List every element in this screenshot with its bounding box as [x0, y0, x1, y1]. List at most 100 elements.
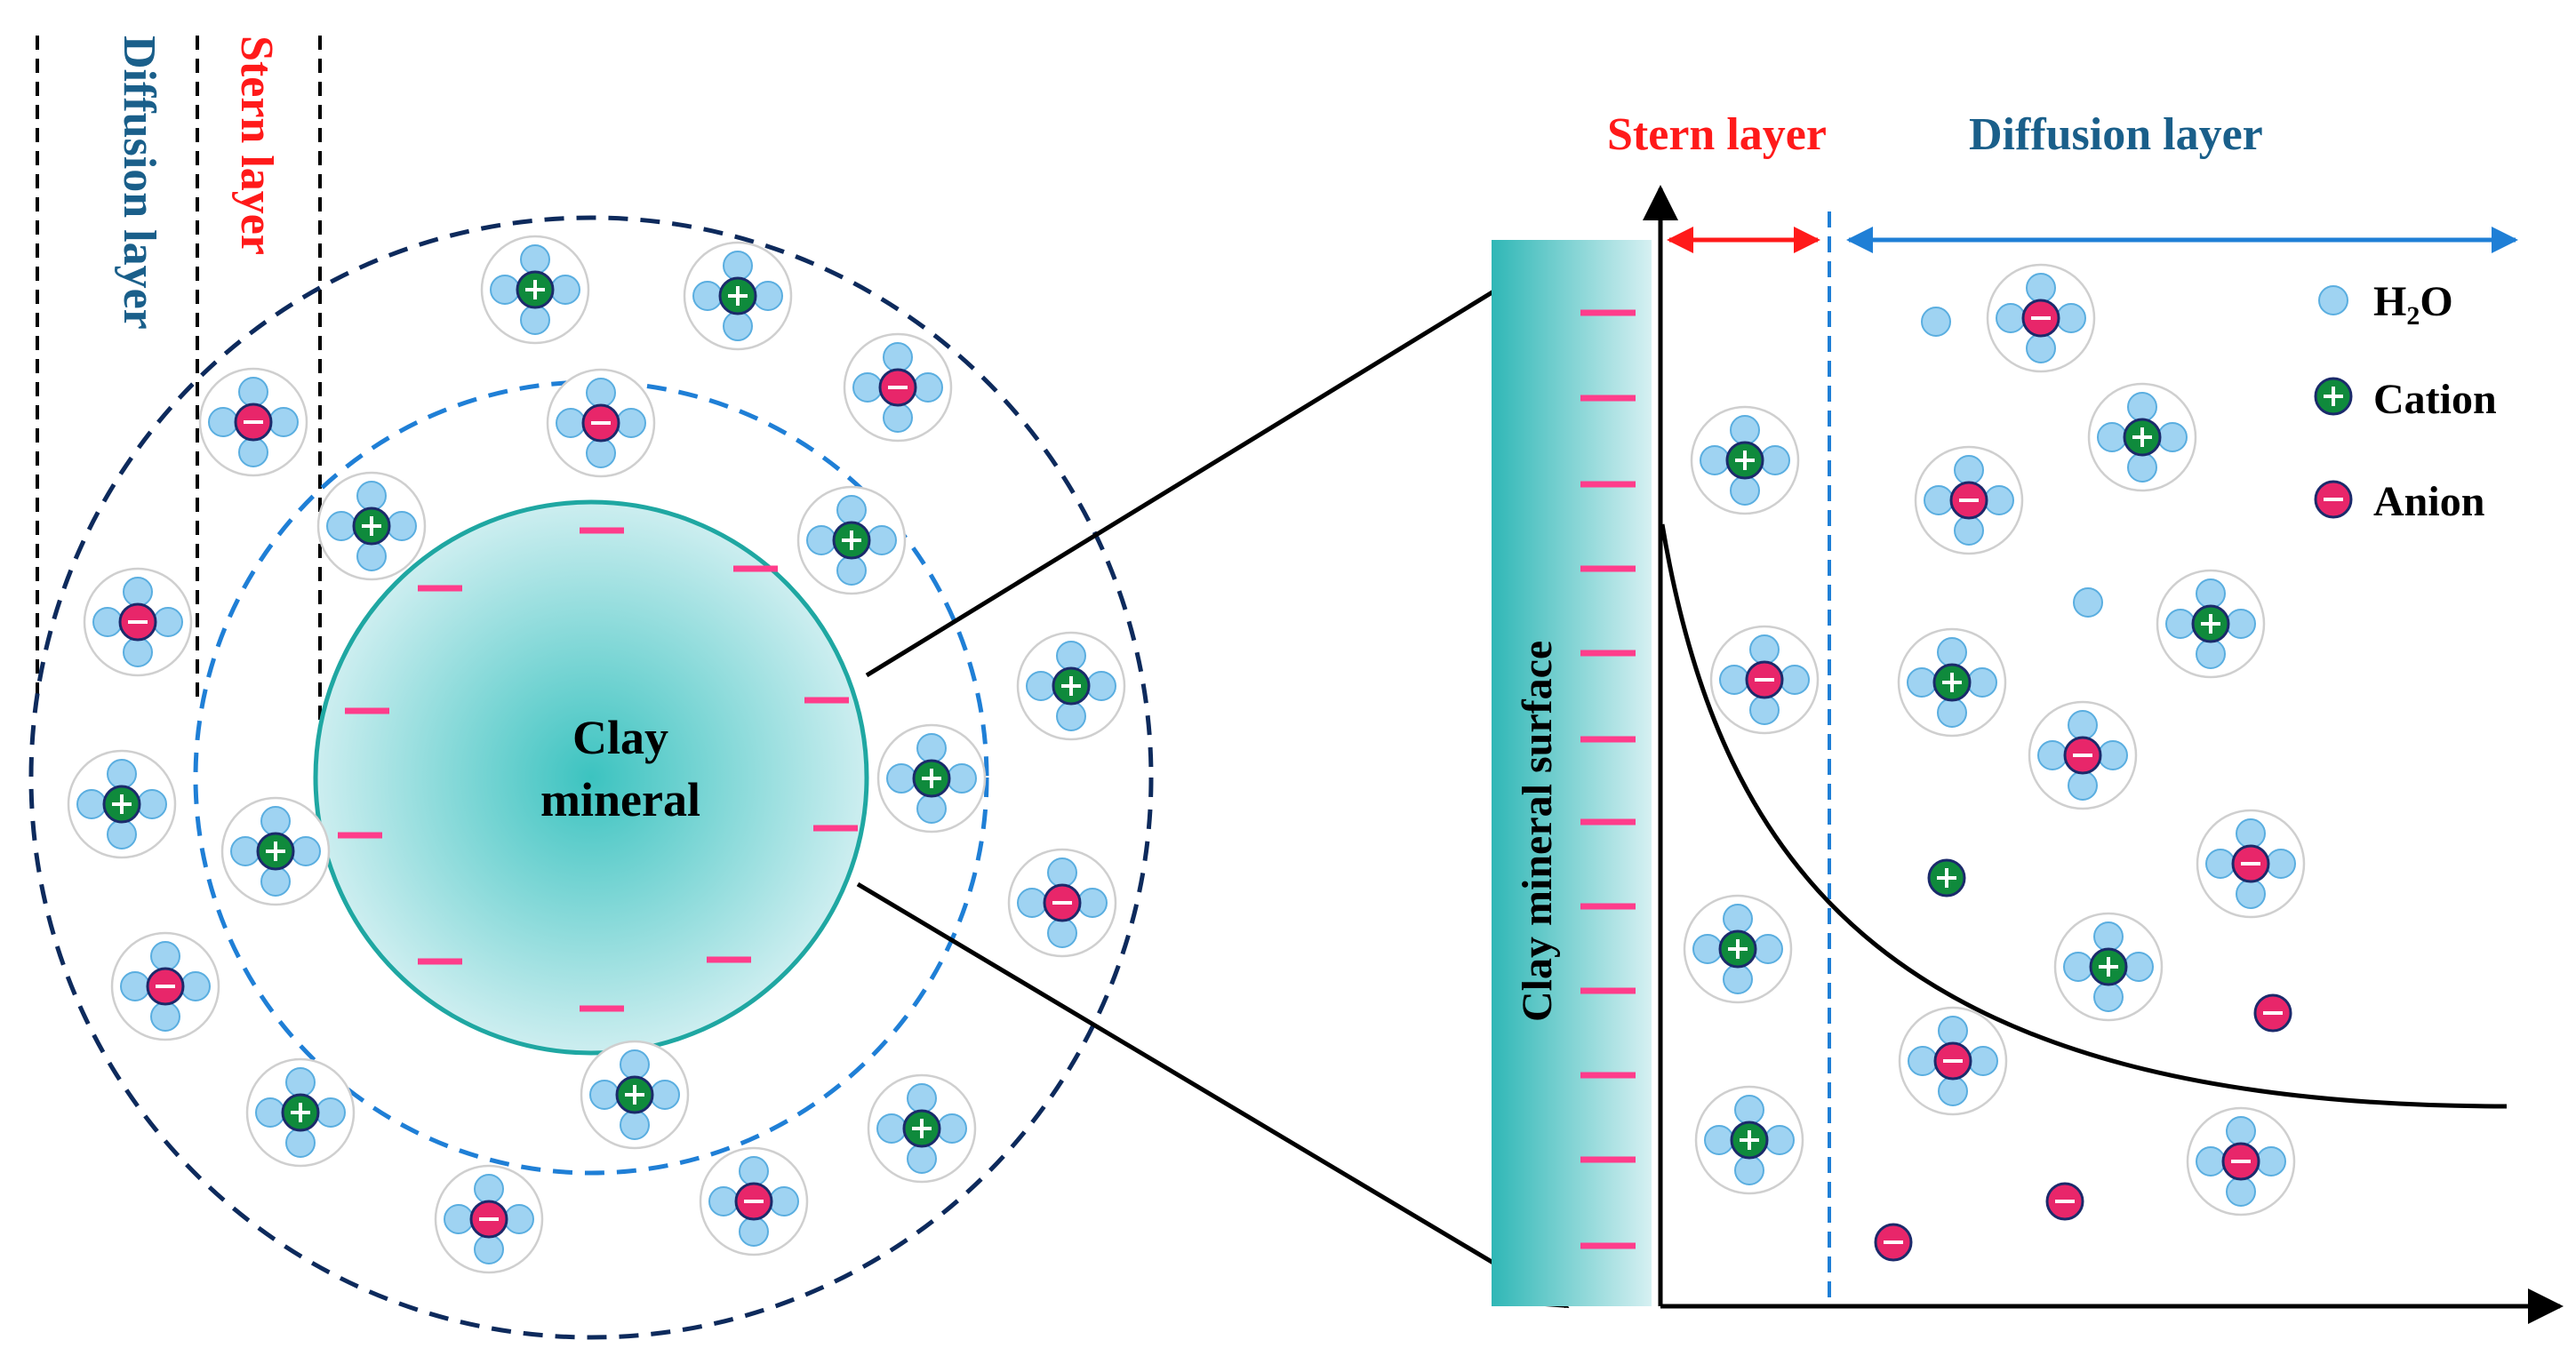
legend-cation-icon	[2314, 377, 2353, 416]
water-molecule-icon	[1056, 641, 1086, 671]
water-molecule-icon	[208, 407, 238, 437]
water-molecule-icon	[2196, 1146, 2226, 1177]
water-molecule-icon	[708, 1186, 739, 1216]
hydrated-anion	[699, 1146, 809, 1256]
water-molecule-icon	[2068, 710, 2098, 740]
left-diffusion-label: Diffusion layer	[114, 36, 164, 330]
water-molecule-icon	[723, 251, 753, 281]
hydrated-anion	[434, 1164, 544, 1274]
water-molecule-icon	[1968, 1046, 1998, 1076]
water-molecule-icon	[387, 511, 417, 541]
water-molecule-icon	[2037, 740, 2068, 770]
water-molecule-icon	[2093, 921, 2124, 952]
hydrated-anion	[83, 567, 193, 677]
water-molecule-icon	[326, 511, 356, 541]
water-molecule-icon	[836, 495, 867, 525]
hydrated-cation	[67, 749, 177, 859]
water-molecule-icon	[1700, 445, 1730, 475]
water-molecule-icon	[153, 607, 183, 637]
water-molecule-icon	[1734, 1095, 1764, 1125]
water-molecule-icon	[2236, 818, 2266, 849]
water-molecule-icon	[916, 733, 947, 763]
water-molecule-icon	[1047, 857, 1077, 888]
hydrated-cation	[580, 1040, 690, 1150]
water-molecule-icon	[723, 311, 753, 341]
water-molecule-icon	[1077, 888, 1108, 918]
water-molecule-icon	[2196, 578, 2226, 609]
hydrated-anion	[1914, 445, 2024, 555]
water-molecule-icon	[1047, 918, 1077, 948]
water-molecule-icon	[550, 275, 580, 305]
water-molecule-icon	[123, 577, 153, 607]
water-molecule-icon	[586, 378, 616, 408]
water-molecule-icon	[120, 971, 150, 1001]
water-molecule-icon	[886, 763, 916, 794]
water-molecule-icon	[620, 1049, 650, 1080]
water-molecule-icon	[1938, 1016, 1968, 1046]
water-molecule-icon	[1056, 701, 1086, 731]
water-molecule-icon	[2157, 422, 2188, 452]
water-molecule-icon	[356, 481, 387, 511]
hydrated-cation	[867, 1073, 977, 1184]
water-molecule-icon	[739, 1156, 769, 1186]
water-molecule-icon	[1954, 455, 1984, 485]
legend-water-label: H2O	[2373, 278, 2453, 331]
water-molecule-icon	[2226, 1116, 2256, 1146]
water-molecule-icon	[916, 794, 947, 824]
hydrated-cation	[245, 1057, 356, 1168]
water-molecule-icon	[474, 1234, 504, 1264]
legend-anion-icon	[2314, 480, 2353, 519]
clay-label-line1: Clay	[572, 711, 668, 764]
water-molecule-icon	[1924, 485, 1954, 515]
water-molecule-icon	[913, 372, 943, 403]
water-molecule-icon	[268, 407, 299, 437]
water-molecule-icon	[1938, 1076, 1968, 1106]
right-hydrated-ions	[1683, 263, 2306, 1262]
hydrated-cation	[1897, 627, 2007, 738]
particle-surface-charges	[338, 527, 858, 1012]
hydrated-anion	[1986, 263, 2096, 373]
water-molecule-icon	[180, 971, 211, 1001]
water-molecule-icon	[620, 1110, 650, 1140]
water-molecule-icon	[316, 1097, 346, 1128]
water-molecule-icon	[474, 1174, 504, 1204]
hydrated-cation	[1690, 405, 1800, 515]
surface-charges	[1580, 309, 1636, 1249]
water-molecule-icon	[1749, 634, 1780, 665]
hydrated-anion	[198, 367, 308, 477]
water-molecule-icon	[1026, 671, 1056, 701]
water-molecule-icon	[1996, 303, 2026, 333]
legend-cation-label: Cation	[2373, 376, 2497, 423]
zoom-arrow-top	[865, 244, 1570, 678]
water-molecule-icon	[1723, 904, 1753, 934]
water-molecule-icon	[107, 759, 137, 789]
hydrated-anion	[2028, 700, 2138, 810]
water-molecule-icon	[2093, 982, 2124, 1012]
water-molecule-icon	[2063, 952, 2093, 982]
left-panel: Diffusion layer Stern layer Clay mineral	[28, 36, 1570, 1340]
water-molecule-icon	[907, 1083, 937, 1113]
water-molecule-icon	[2196, 639, 2226, 669]
water-molecule-icon	[490, 275, 520, 305]
hydrated-cation	[316, 471, 427, 581]
water-molecule-icon	[1937, 637, 1967, 667]
water-molecule-icon	[1907, 667, 1937, 698]
water-molecule-icon	[2097, 422, 2127, 452]
water-molecule-icon	[1692, 934, 1723, 964]
water-molecule-icon	[1921, 307, 1951, 337]
bare-anion	[2253, 993, 2292, 1033]
right-stern-label: Stern layer	[1607, 109, 1827, 160]
water-molecule-icon	[1730, 415, 1760, 445]
bare-anion	[1874, 1223, 1913, 1262]
water-molecule-icon	[1780, 665, 1810, 695]
water-molecule-icon	[2068, 770, 2098, 801]
water-molecule-icon	[2226, 609, 2256, 639]
potential-decay-curve	[1660, 523, 2508, 1109]
water-molecule-icon	[123, 637, 153, 667]
water-molecule-icon	[876, 1113, 907, 1144]
water-molecule-icon	[255, 1097, 285, 1128]
water-molecule-icon	[285, 1128, 316, 1158]
legend-anion-label: Anion	[2373, 478, 2484, 525]
water-molecule-icon	[589, 1080, 620, 1110]
